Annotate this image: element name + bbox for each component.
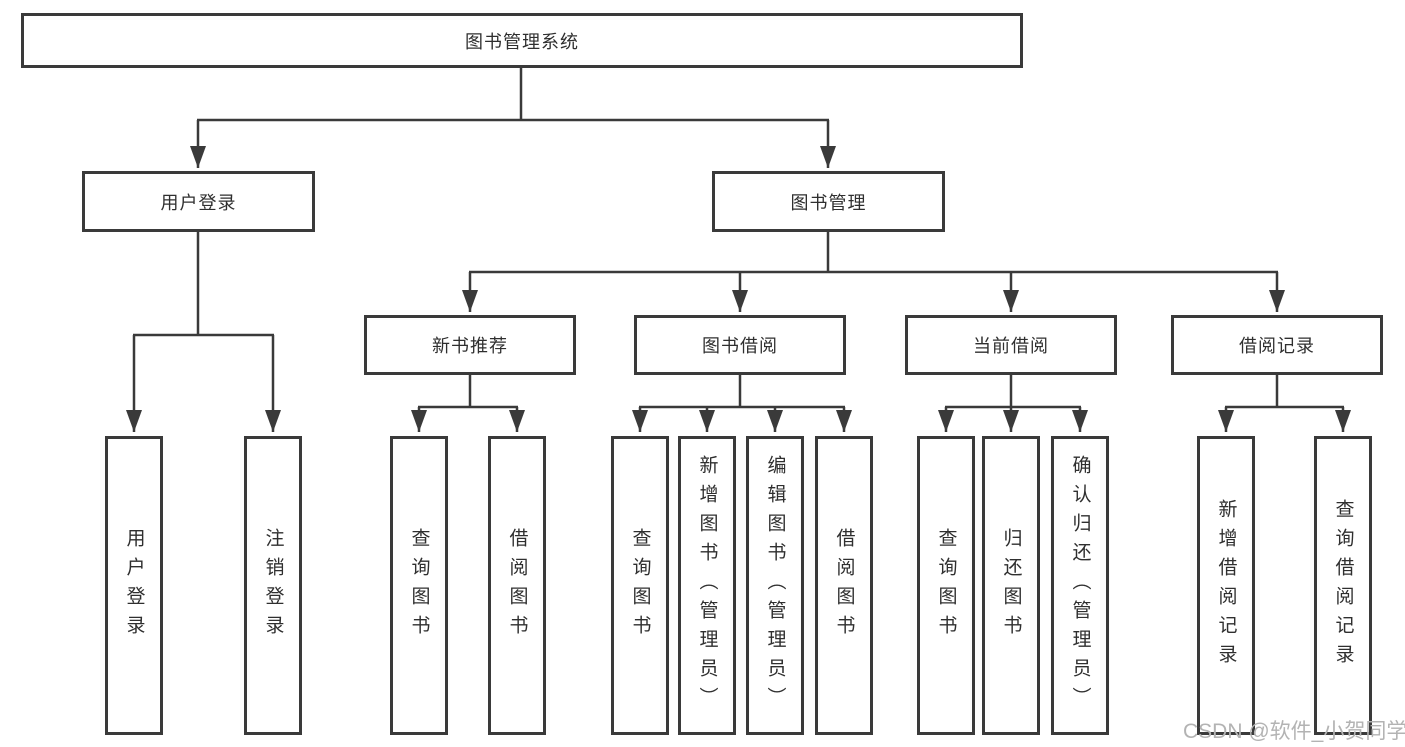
node-label: 当前借阅 bbox=[973, 336, 1049, 356]
node-label: 归还图书 bbox=[1000, 527, 1022, 644]
leaf-borrow-edit-book-admin: 编辑图书（管理员） bbox=[746, 436, 804, 735]
node-label: 新增借阅记录 bbox=[1215, 498, 1237, 673]
node-label: 图书管理 bbox=[790, 192, 867, 213]
node-label: 借阅图书 bbox=[506, 527, 528, 644]
leaf-records-add-record: 新增借阅记录 bbox=[1197, 436, 1255, 735]
node-label: 查询图书 bbox=[629, 527, 651, 644]
node-book-management: 图书管理 bbox=[712, 171, 945, 232]
node-root-library-system: 图书管理系统 bbox=[21, 13, 1023, 68]
leaf-current-return-book: 归还图书 bbox=[982, 436, 1040, 735]
node-label: 用户登录 bbox=[160, 192, 237, 213]
node-label: 图书管理系统 bbox=[465, 31, 579, 52]
leaf-current-query-book: 查询图书 bbox=[917, 436, 975, 735]
leaf-logout: 注销登录 bbox=[244, 436, 302, 735]
leaf-recommend-query-book: 查询图书 bbox=[390, 436, 448, 735]
node-label: 查询借阅记录 bbox=[1332, 498, 1354, 673]
csdn-watermark: CSDN @软件_小贺同学 bbox=[1183, 720, 1405, 743]
node-label: 用户登录 bbox=[123, 527, 145, 644]
node-book-borrow: 图书借阅 bbox=[634, 315, 846, 375]
leaf-borrow-query-book: 查询图书 bbox=[611, 436, 669, 735]
leaf-recommend-borrow-book: 借阅图书 bbox=[488, 436, 546, 735]
leaf-borrow-borrow-book: 借阅图书 bbox=[815, 436, 873, 735]
node-label: 查询图书 bbox=[408, 527, 430, 644]
node-label: 确认归还（管理员） bbox=[1069, 455, 1091, 716]
leaf-borrow-add-book-admin: 新增图书（管理员） bbox=[678, 436, 736, 735]
node-label: 图书借阅 bbox=[702, 336, 778, 356]
node-user-login: 用户登录 bbox=[82, 171, 315, 232]
node-label: 借阅图书 bbox=[833, 527, 855, 644]
node-borrow-records: 借阅记录 bbox=[1171, 315, 1383, 375]
node-label: 借阅记录 bbox=[1239, 336, 1315, 356]
leaf-records-query-record: 查询借阅记录 bbox=[1314, 436, 1372, 735]
leaf-user-login: 用户登录 bbox=[105, 436, 163, 735]
leaf-current-confirm-return-admin: 确认归还（管理员） bbox=[1051, 436, 1109, 735]
node-label: 查询图书 bbox=[935, 527, 957, 644]
node-label: 新增图书（管理员） bbox=[696, 455, 718, 716]
node-current-borrow: 当前借阅 bbox=[905, 315, 1117, 375]
node-label: 新书推荐 bbox=[432, 336, 508, 356]
node-new-book-recommend: 新书推荐 bbox=[364, 315, 576, 375]
node-label: 编辑图书（管理员） bbox=[764, 455, 786, 716]
node-label: 注销登录 bbox=[262, 527, 284, 644]
